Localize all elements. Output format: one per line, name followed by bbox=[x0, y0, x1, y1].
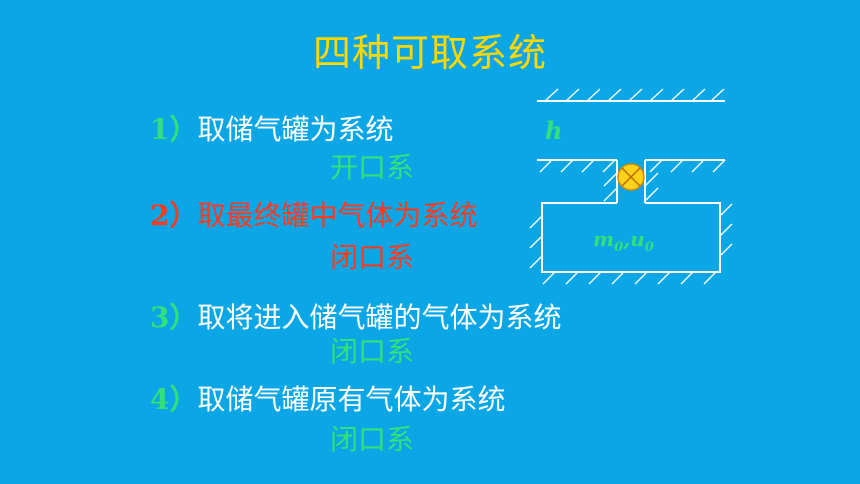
tank-outline bbox=[541, 202, 721, 273]
energy-symbol: u bbox=[630, 227, 645, 251]
mass-subscript: 0 bbox=[614, 240, 623, 255]
tank-diagram: h m0,u0 bbox=[529, 88, 733, 285]
item-1: 1）取储气罐为系统 bbox=[150, 108, 394, 148]
item-2-number: 2） bbox=[150, 199, 198, 232]
item-2-system-type: 闭口系 bbox=[330, 241, 415, 274]
item-4-number: 4） bbox=[150, 383, 198, 416]
item-3-number: 3） bbox=[150, 301, 198, 334]
item-3-system-type: 闭口系 bbox=[330, 335, 415, 368]
neck-hatching bbox=[603, 172, 659, 202]
item-2-text: 取最终罐中气体为系统 bbox=[197, 199, 478, 232]
tank-state-label: m0,u0 bbox=[593, 227, 654, 255]
energy-subscript: 0 bbox=[645, 240, 654, 255]
tank-hatching bbox=[529, 203, 733, 285]
item-4-system-type: 闭口系 bbox=[330, 423, 415, 456]
item-4: 4）取储气罐原有气体为系统 bbox=[150, 378, 506, 418]
item-1-system-type: 开口系 bbox=[330, 151, 415, 184]
mass-symbol: m bbox=[593, 227, 614, 251]
pipe-bottom-hatching bbox=[539, 159, 726, 173]
item-4-text: 取储气罐原有气体为系统 bbox=[197, 383, 506, 416]
item-3-text: 取将进入储气罐的气体为系统 bbox=[197, 301, 562, 334]
item-2: 2）取最终罐中气体为系统 bbox=[150, 194, 478, 234]
height-label: h bbox=[545, 116, 562, 145]
item-1-number: 1） bbox=[150, 113, 198, 146]
item-1-text: 取储气罐为系统 bbox=[197, 113, 394, 146]
pipe-top-hatching bbox=[544, 88, 725, 102]
item-3: 3）取将进入储气罐的气体为系统 bbox=[150, 296, 562, 336]
page-title: 四种可取系统 bbox=[312, 31, 547, 75]
label-comma: , bbox=[622, 227, 630, 251]
valve-icon bbox=[617, 163, 645, 191]
